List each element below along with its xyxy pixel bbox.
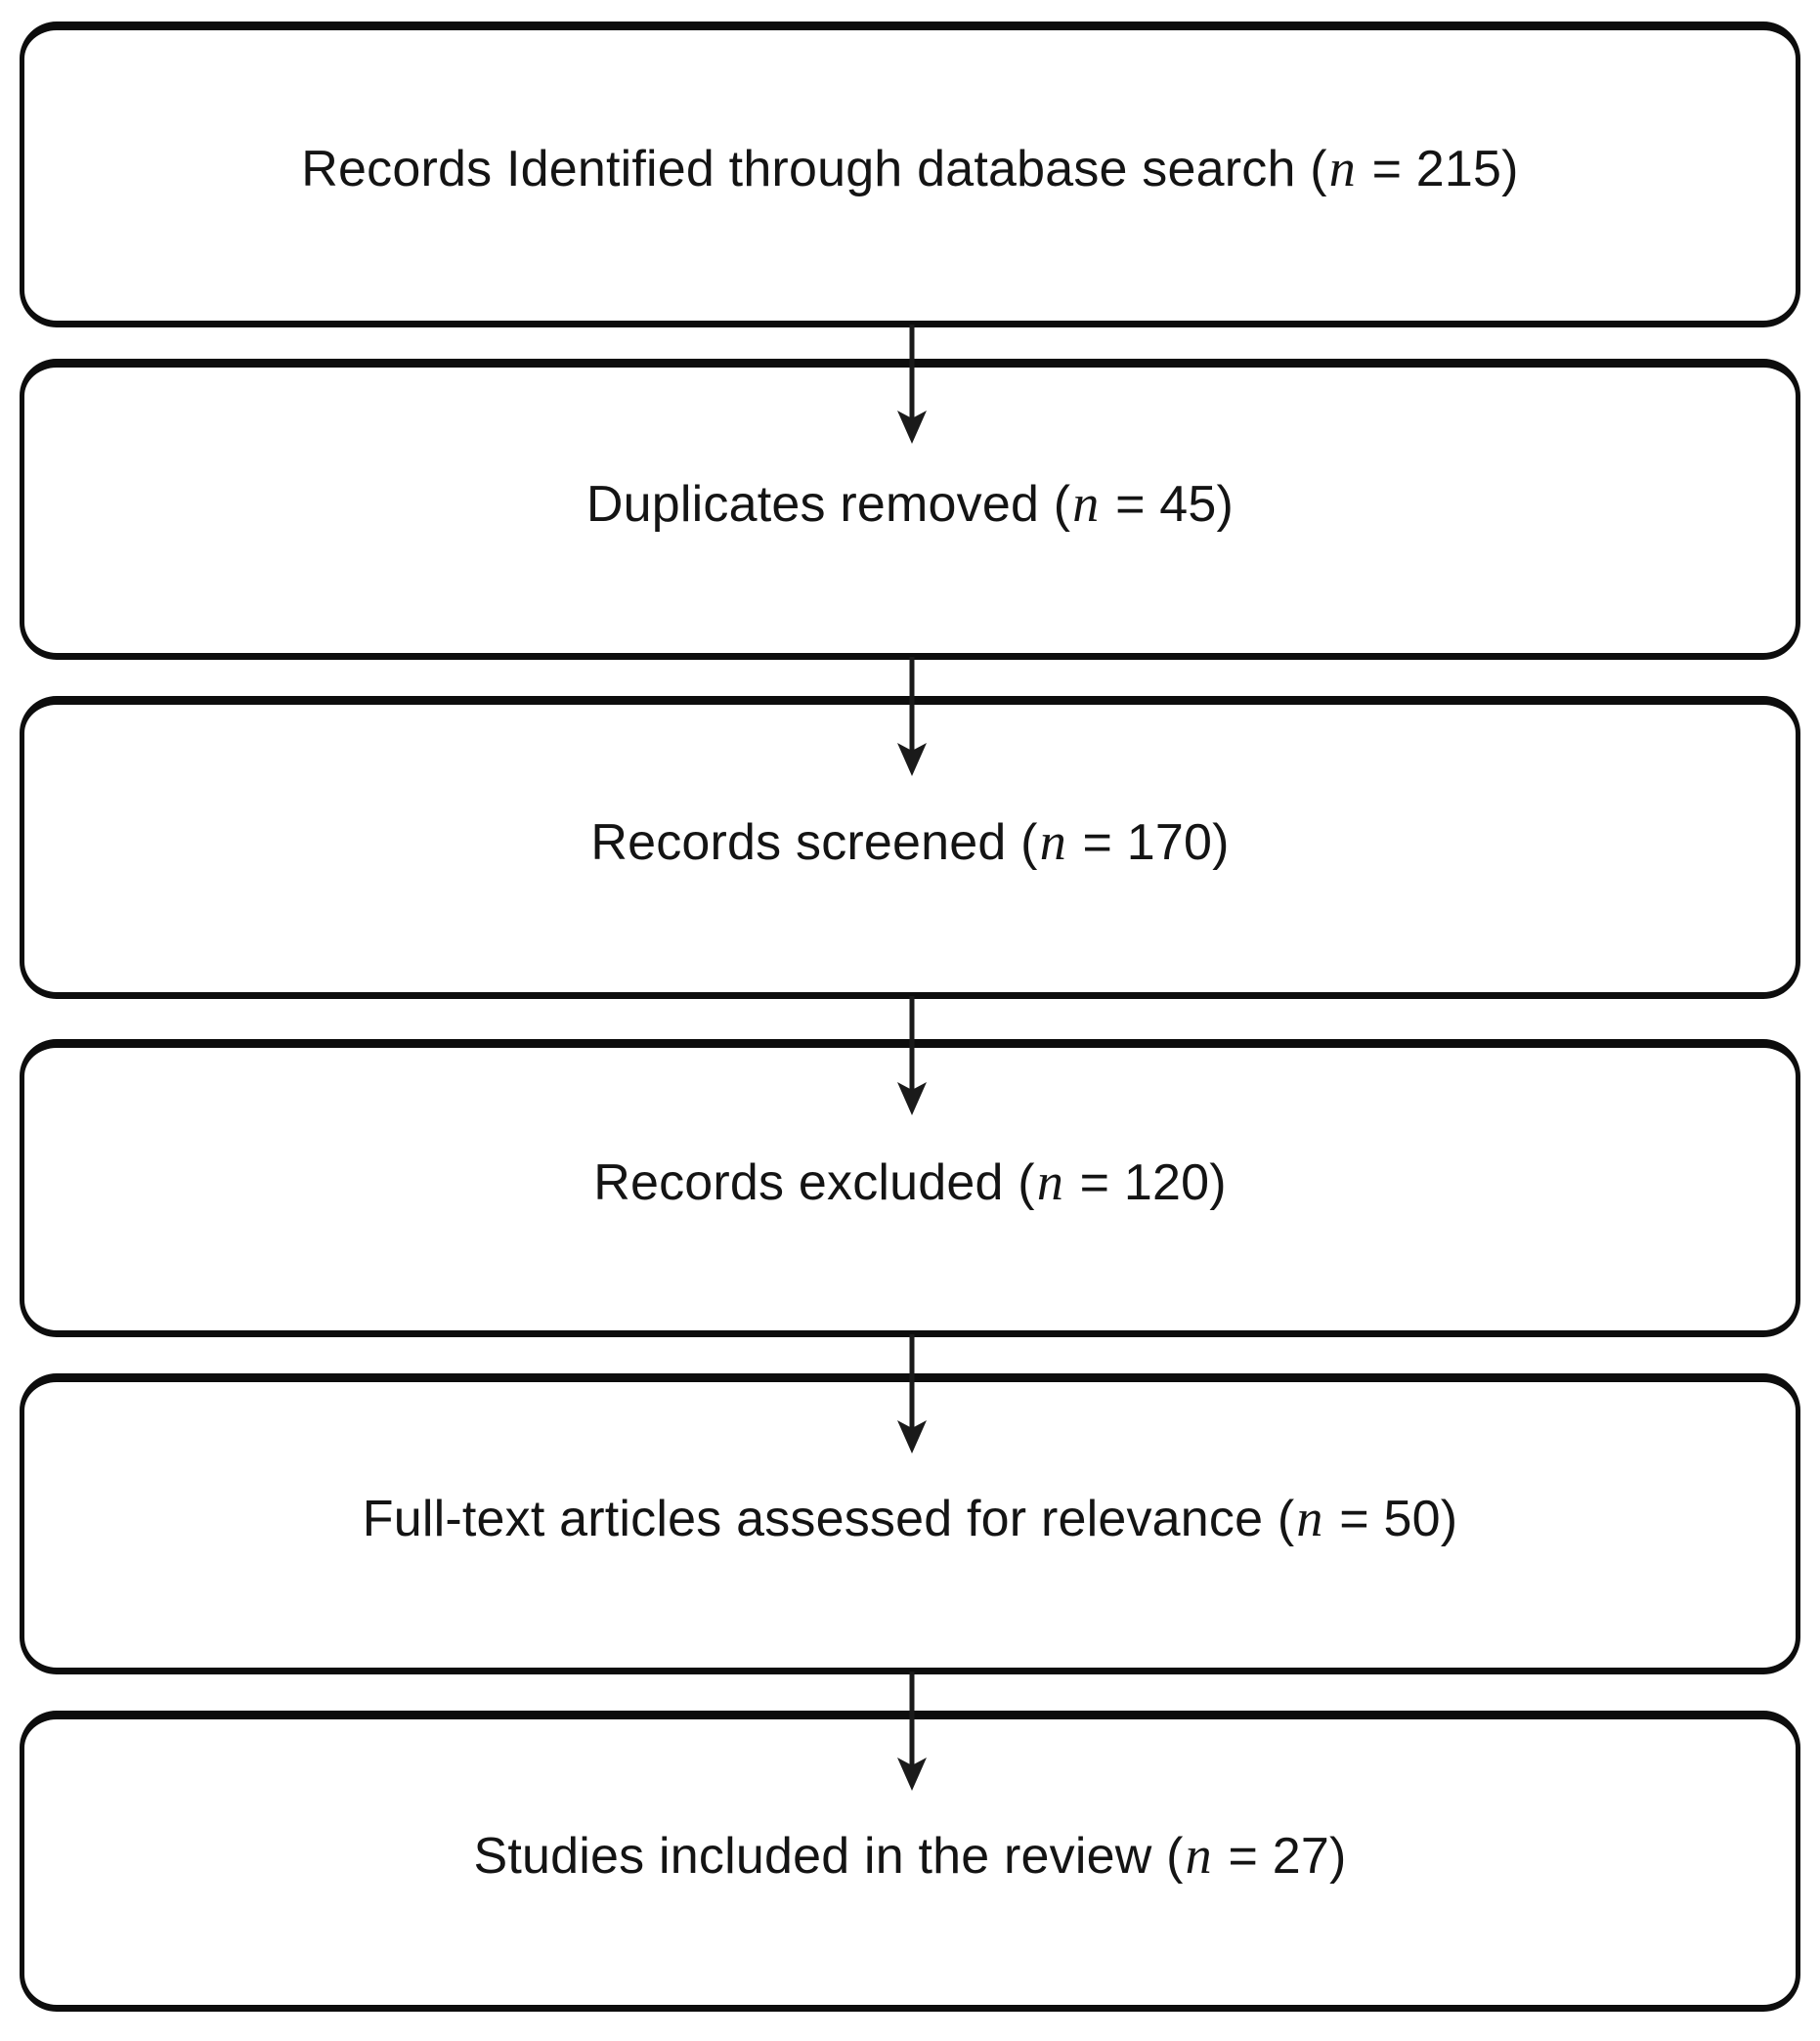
label-text: Duplicates removed ( (585, 475, 1071, 533)
n-variable: n (1185, 1825, 1212, 1885)
down-arrow-5 (897, 1672, 927, 1791)
label-value: = 50) (1324, 1490, 1458, 1547)
n-variable: n (1036, 1152, 1064, 1212)
label-value: = 27) (1213, 1827, 1347, 1885)
label-value: = 45) (1101, 475, 1235, 533)
box-label-duplicates-removed: Duplicates removed (n = 45) (586, 472, 1234, 536)
down-arrow-4 (897, 1334, 927, 1454)
box-label-studies-included: Studies included in the review (n = 27) (474, 1824, 1347, 1888)
label-text: Records screened ( (590, 813, 1038, 871)
flow-box-records-excluded: Records excluded (n = 120) (20, 1039, 1800, 1337)
label-text: Studies included in the review ( (473, 1827, 1184, 1885)
n-variable: n (1296, 1488, 1323, 1547)
down-arrow-1 (897, 325, 927, 444)
down-arrow-3 (897, 996, 927, 1115)
box-label-records-screened: Records screened (n = 170) (590, 810, 1229, 874)
label-text: Records Identified through database sear… (301, 141, 1327, 198)
down-arrow-2 (897, 657, 927, 776)
label-value: = 120) (1065, 1154, 1227, 1212)
flow-box-records-identified: Records Identified through database sear… (20, 22, 1800, 327)
box-label-records-identified: Records Identified through database sear… (301, 137, 1518, 200)
n-variable: n (1039, 811, 1066, 871)
n-variable: n (1328, 139, 1356, 198)
label-value: = 170) (1067, 813, 1230, 871)
box-label-records-excluded: Records excluded (n = 120) (593, 1151, 1227, 1214)
box-label-fulltext-assessed: Full-text articles assessed for relevanc… (363, 1487, 1457, 1550)
n-variable: n (1072, 473, 1100, 533)
label-text: Records excluded ( (593, 1154, 1035, 1212)
label-value: = 215) (1357, 141, 1519, 198)
label-text: Full-text articles assessed for relevanc… (362, 1490, 1295, 1547)
